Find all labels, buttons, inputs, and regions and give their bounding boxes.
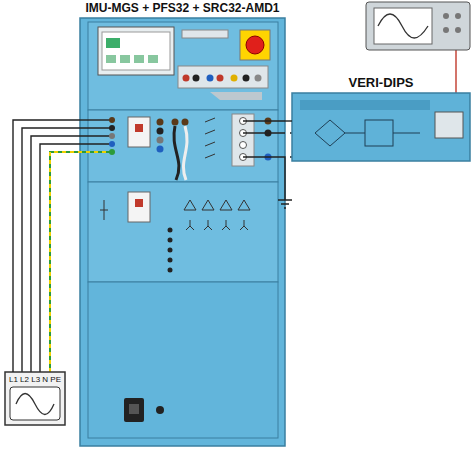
cable — [183, 126, 187, 180]
wire-connector — [13, 120, 80, 372]
source-box: L1 L2 L3 N PE — [5, 372, 65, 425]
pe-wire — [50, 152, 112, 372]
heading: VERI-DIPS — [348, 76, 413, 91]
dot — [168, 268, 173, 273]
dot — [168, 228, 173, 233]
terminal — [217, 75, 224, 82]
power-inlet — [124, 398, 144, 422]
knob — [443, 27, 449, 33]
circuit-line — [345, 133, 420, 134]
screen — [102, 32, 170, 70]
symbol — [100, 200, 108, 220]
terminal — [255, 75, 262, 82]
breaker-lever — [135, 124, 143, 132]
terminal — [157, 146, 164, 153]
terminal — [172, 119, 179, 126]
imu-module — [88, 22, 278, 110]
icon — [106, 38, 120, 48]
terminal-strip — [178, 66, 268, 88]
terminal — [109, 149, 115, 155]
knob — [455, 13, 461, 19]
module-symbol — [365, 120, 393, 146]
terminal — [240, 142, 247, 149]
dot — [168, 238, 173, 243]
dot — [168, 248, 173, 253]
icon — [148, 55, 158, 63]
icon — [106, 55, 116, 63]
icon — [134, 55, 144, 63]
breaker — [128, 192, 150, 222]
terminal — [207, 75, 214, 82]
source-box — [5, 372, 65, 425]
pe-wire — [50, 152, 112, 372]
knob — [455, 27, 461, 33]
wire — [243, 132, 285, 133]
scope-screen — [374, 8, 432, 44]
breaker-lever — [135, 199, 143, 207]
breaker — [128, 117, 150, 147]
switch — [205, 154, 215, 158]
terminal — [109, 125, 115, 131]
cable — [174, 126, 179, 180]
label-strip — [300, 100, 430, 110]
terminal — [183, 75, 190, 82]
oscilloscope — [366, 2, 470, 50]
terminal — [231, 75, 238, 82]
emergency-stop — [246, 36, 264, 54]
panel-strip — [182, 30, 228, 38]
wire — [22, 128, 112, 372]
estop-base — [240, 30, 270, 60]
display — [98, 27, 174, 75]
wire — [80, 119, 112, 120]
veri-dips-box — [292, 93, 470, 161]
cabinet: IMU-MGS + PFS32 + SRC32-AMD1 — [80, 18, 285, 446]
probe-wire — [455, 50, 456, 93]
lower-panel — [88, 282, 278, 438]
terminal — [157, 137, 164, 144]
wire — [31, 136, 112, 372]
knob — [156, 406, 164, 414]
switch — [205, 142, 215, 146]
switch — [205, 130, 215, 134]
cabinet-housing — [80, 18, 285, 446]
source-label: L1 L2 L3 N PE — [9, 375, 61, 384]
bridge-symbol — [315, 120, 345, 146]
terminal — [109, 133, 115, 139]
wire — [243, 157, 285, 200]
knob — [443, 13, 449, 19]
star-symbols — [186, 220, 248, 230]
ground-symbol — [278, 200, 292, 208]
terminal — [157, 128, 164, 135]
transformer-symbols — [184, 200, 250, 210]
terminal — [109, 117, 115, 123]
src-module — [88, 182, 278, 282]
dot — [168, 258, 173, 263]
output-panel — [435, 112, 463, 138]
terminal — [193, 75, 200, 82]
veri-dips-box: VERI-DIPS — [292, 93, 470, 161]
terminal — [157, 119, 164, 126]
icon — [120, 55, 130, 63]
heading: IMU-MGS + PFS32 + SRC32-AMD1 — [85, 2, 279, 16]
terminal — [243, 75, 250, 82]
wire — [40, 144, 112, 372]
terminal — [182, 119, 189, 126]
terminal-block — [232, 114, 254, 166]
wire-connector — [285, 120, 292, 121]
power-inlet — [129, 404, 139, 414]
sine-symbol — [16, 394, 54, 415]
terminal — [109, 141, 115, 147]
source-symbol — [10, 387, 60, 420]
cover — [210, 92, 262, 100]
wire — [243, 120, 285, 121]
switch — [205, 118, 215, 122]
waveform — [378, 14, 428, 38]
